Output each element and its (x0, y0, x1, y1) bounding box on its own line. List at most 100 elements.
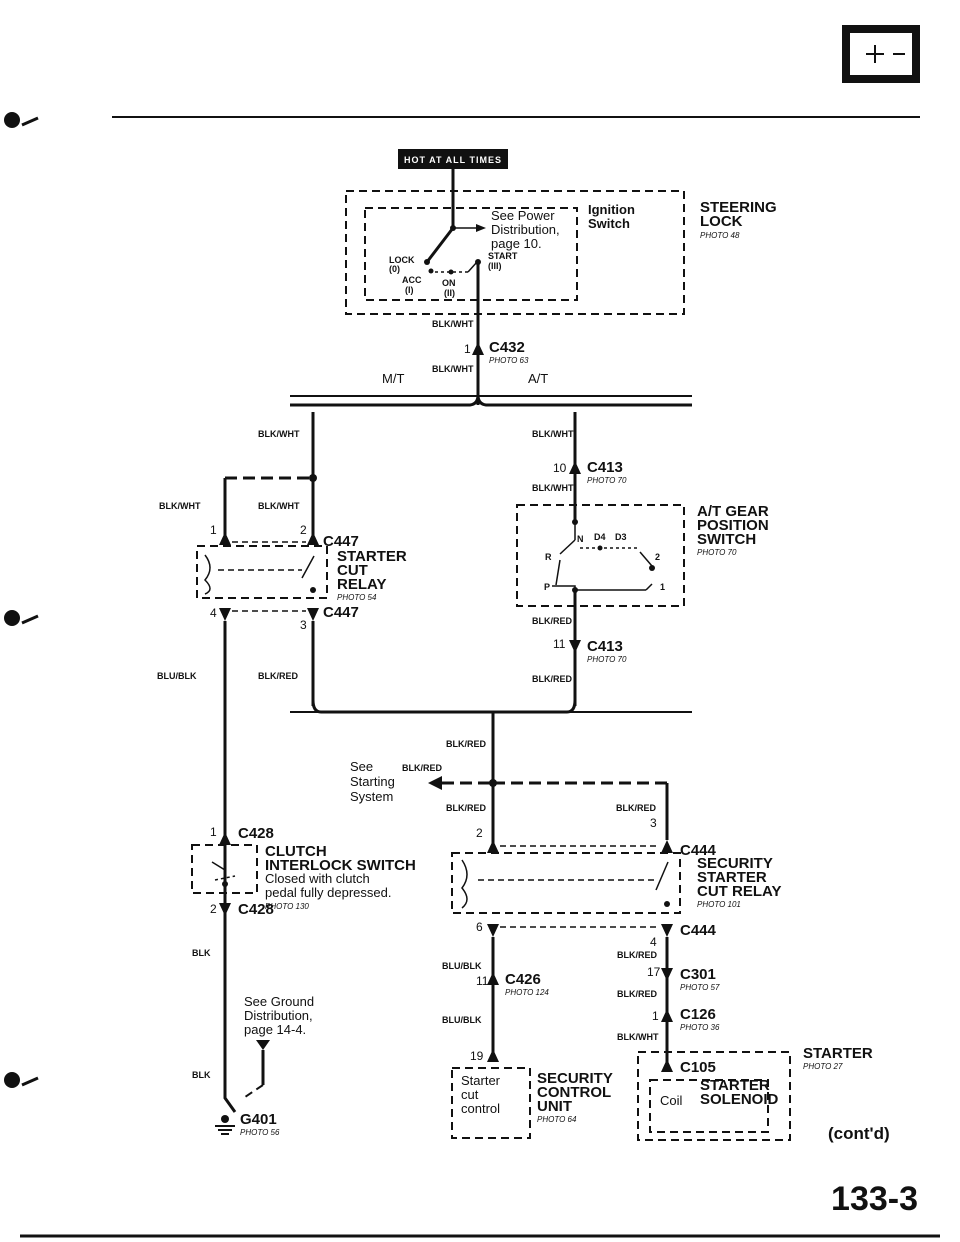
gear-r-label: R (545, 552, 552, 562)
solenoid-title-2: SOLENOID (700, 1091, 779, 1108)
arrow-left-icon (428, 776, 442, 790)
clutch-wire-2: BLK (192, 1070, 211, 1080)
c444-bottom-label: C444 (680, 922, 717, 939)
c432-wire-bottom: BLK/WHT (432, 364, 474, 374)
c432-label: C432 (489, 339, 525, 356)
binder-mark-top (4, 112, 39, 128)
security-wire-2: BLU/BLK (442, 1015, 482, 1025)
right-wire-4: BLK/RED (532, 674, 572, 684)
starter-cut-relay-title: STARTER (337, 548, 407, 565)
clutch-switch-desc: Closed with clutch (265, 871, 370, 886)
c413-top-label: C413 (587, 459, 623, 476)
security-unit-title: SECURITY (537, 1070, 613, 1087)
c447-pin-4: 4 (210, 606, 217, 620)
c413-bottom-photo: PHOTO 70 (587, 655, 627, 664)
see-power-text-3: page 10. (491, 236, 542, 251)
c126-photo: PHOTO 36 (680, 1023, 720, 1032)
middle-wire-1: BLK/RED (446, 739, 486, 749)
clutch-wire-1: BLK (192, 948, 211, 958)
solenoid-title: STARTER (700, 1077, 770, 1094)
c428-top-label: C428 (238, 825, 274, 842)
security-relay-title-2: STARTER (697, 869, 767, 886)
gear-switch-title-3: SWITCH (697, 531, 756, 548)
clutch-switch-photo: PHOTO 130 (265, 902, 309, 911)
security-unit-title-2: CONTROL (537, 1084, 611, 1101)
starter-outline (637, 1051, 791, 1141)
c413-pin-11: 11 (553, 637, 566, 651)
steering-lock-title-2: LOCK (700, 213, 743, 230)
ground-arrow-icon (256, 1040, 270, 1050)
security-wire-5: BLK/WHT (617, 1032, 659, 1042)
c432-pin: 1 (464, 342, 471, 356)
c301-label: C301 (680, 966, 716, 983)
middle-wire-4: BLK/RED (616, 803, 656, 813)
c444-pin-4: 4 (650, 935, 657, 949)
gear-position-switch-box (516, 504, 685, 607)
security-unit-title-3: UNIT (537, 1098, 572, 1115)
security-starter-cut-relay-box (451, 852, 681, 914)
see-starting-text: See (350, 759, 373, 774)
c428-bottom-label: C428 (238, 901, 274, 918)
starter-cut-relay-photo: PHOTO 54 (337, 593, 377, 602)
mt-branch-label: M/T (382, 371, 404, 386)
clutch-switch-title: CLUTCH (265, 843, 327, 860)
c444-pin-2: 2 (476, 826, 483, 840)
c432-wire-top: BLK/WHT (432, 319, 474, 329)
binder-mark-middle (4, 610, 39, 626)
starter-cut-relay-title-3: RELAY (337, 576, 386, 593)
right-wire-3: BLK/RED (532, 616, 572, 626)
starter-cut-control-text: Starter (461, 1073, 501, 1088)
starter-cut-relay-title-2: CUT (337, 562, 368, 579)
security-wire-1: BLU/BLK (442, 961, 482, 971)
c447-pin-1: 1 (210, 523, 217, 537)
security-relay-title: SECURITY (697, 855, 773, 872)
starter-title: STARTER (803, 1045, 873, 1062)
ignition-switch-blade (425, 227, 455, 263)
gear-d3-label: D3 (615, 532, 627, 542)
ignition-label: Ignition (588, 202, 635, 217)
ignition-switch-outline (364, 207, 578, 301)
c444-pin-6: 6 (476, 920, 483, 934)
security-control-unit-box (451, 1067, 531, 1139)
gear-pin-2: 2 (655, 552, 660, 562)
left-wire-5: BLK/RED (258, 671, 298, 681)
c428-pin-1: 1 (210, 825, 217, 839)
arrow-right-icon (476, 224, 486, 232)
c428-pin-2: 2 (210, 902, 217, 916)
see-ground-text-2: Distribution, (244, 1008, 313, 1023)
on-position-label: ON (442, 278, 456, 288)
lock-position-label: LOCK (389, 255, 415, 265)
starter-cut-relay-box (196, 545, 328, 599)
c301-pin-17: 17 (647, 965, 661, 979)
c426-label: C426 (505, 971, 541, 988)
start-position-label: START (488, 251, 518, 261)
gear-switch-photo: PHOTO 70 (697, 548, 737, 557)
c126-pin-1: 1 (652, 1009, 659, 1023)
c413-top-photo: PHOTO 70 (587, 476, 627, 485)
c447-pin-2: 2 (300, 523, 307, 537)
c426-pin-19: 19 (470, 1049, 484, 1063)
see-starting-text-3: System (350, 789, 393, 804)
middle-wire-2: BLK/RED (402, 763, 442, 773)
starter-solenoid-box (649, 1079, 769, 1133)
security-relay-photo: PHOTO 101 (697, 900, 741, 909)
clutch-interlock-switch-box (191, 844, 258, 894)
security-wire-4: BLK/RED (617, 989, 657, 999)
g401-label: G401 (240, 1111, 277, 1128)
left-wire-1: BLK/WHT (258, 429, 300, 439)
gear-n-label: N (577, 534, 584, 544)
start-position-num: (III) (488, 261, 502, 271)
at-branch-label: A/T (528, 371, 548, 386)
c413-pin-10: 10 (553, 461, 567, 475)
security-unit-photo: PHOTO 64 (537, 1115, 577, 1124)
c447-bottom-label: C447 (323, 604, 359, 621)
acc-position-num: (I) (405, 285, 414, 295)
steering-lock-photo: PHOTO 48 (700, 231, 740, 240)
steering-lock-outline (345, 190, 685, 315)
c126-label: C126 (680, 1006, 716, 1023)
relay-coil (203, 554, 211, 595)
c426-pin-11: 11 (476, 974, 489, 988)
on-position-num: (II) (444, 288, 455, 298)
see-ground-text: See Ground (244, 994, 314, 1009)
